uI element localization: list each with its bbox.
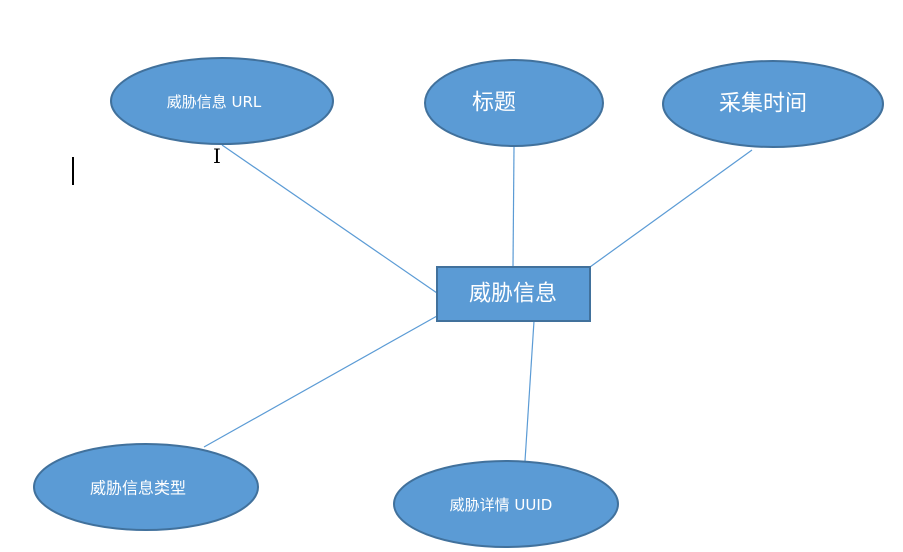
attribute-url[interactable]: 威胁信息 URL — [110, 57, 334, 145]
attribute-uuid[interactable]: 威胁详情 UUID — [393, 460, 619, 548]
attribute-label: 威胁详情 UUID — [450, 496, 553, 514]
attribute-time[interactable]: 采集时间 — [662, 60, 884, 148]
text-cursor — [72, 157, 74, 185]
ibeam-cursor-icon: I — [213, 144, 221, 168]
entity-label: 威胁信息 — [469, 282, 557, 307]
attribute-label: 标题 — [472, 91, 516, 116]
entity-threat-info[interactable]: 威胁信息 — [436, 266, 591, 322]
edge-uuid — [524, 320, 535, 462]
edge-type — [203, 315, 438, 448]
attribute-title[interactable]: 标题 — [424, 59, 604, 147]
edge-title — [512, 146, 515, 268]
attribute-label: 威胁信息 URL — [167, 93, 262, 111]
attribute-type[interactable]: 威胁信息类型 — [33, 443, 259, 531]
attribute-label: 采集时间 — [719, 92, 807, 117]
edge-time — [589, 149, 753, 268]
edge-url — [221, 144, 438, 294]
attribute-label: 威胁信息类型 — [90, 479, 186, 498]
